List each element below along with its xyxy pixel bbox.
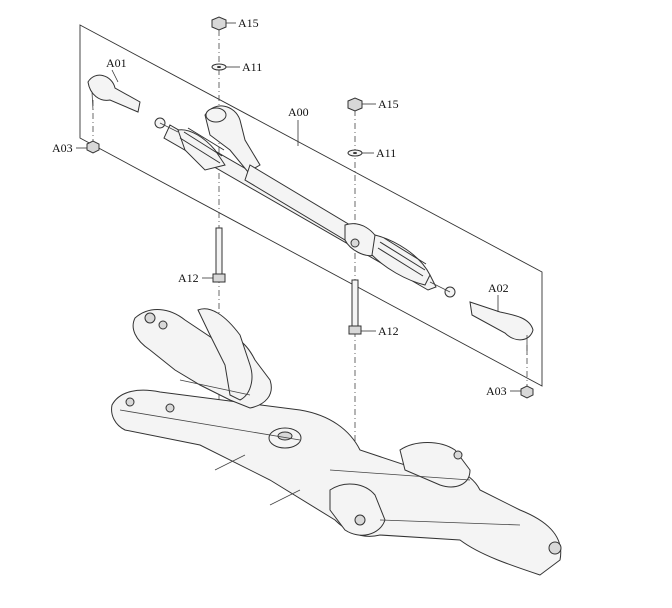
label-text: A03	[486, 384, 507, 398]
label-a02: A02	[488, 281, 509, 312]
subframe	[111, 308, 562, 576]
washer-a11-right	[347, 149, 363, 157]
nut-a15-right	[347, 97, 363, 112]
washer-a11-top	[211, 63, 227, 71]
label-a11-right: A11	[362, 146, 396, 160]
nut-a03-left	[86, 140, 100, 154]
nut-a15-top	[211, 16, 227, 31]
label-a12-right: A12	[361, 324, 399, 338]
bolt-a12-left	[212, 227, 226, 283]
label-a15-right: A15	[362, 97, 399, 111]
label-text: A12	[378, 324, 399, 338]
steering-rack	[154, 105, 456, 298]
label-a15-top: A15	[226, 16, 259, 30]
label-text: A15	[238, 16, 259, 30]
label-text: A11	[376, 146, 396, 160]
label-text: A11	[242, 60, 262, 74]
tie-rod-end-right	[469, 301, 534, 355]
assembly-outline	[79, 24, 543, 387]
label-a12-left: A12	[178, 271, 213, 285]
label-text: A12	[178, 271, 199, 285]
tie-rod-end-left	[87, 74, 141, 113]
label-text: A02	[488, 281, 509, 295]
label-a01: A01	[106, 56, 127, 83]
label-a03-left: A03	[52, 141, 87, 155]
label-text: A03	[52, 141, 73, 155]
nut-a03-right	[520, 385, 534, 399]
label-a11-top: A11	[226, 60, 262, 74]
label-text: A00	[288, 105, 309, 119]
label-a00: A00	[288, 105, 309, 146]
label-text: A01	[106, 56, 127, 70]
label-text: A15	[378, 97, 399, 111]
label-a03-right: A03	[486, 384, 521, 398]
bolt-a12-right	[348, 279, 362, 335]
